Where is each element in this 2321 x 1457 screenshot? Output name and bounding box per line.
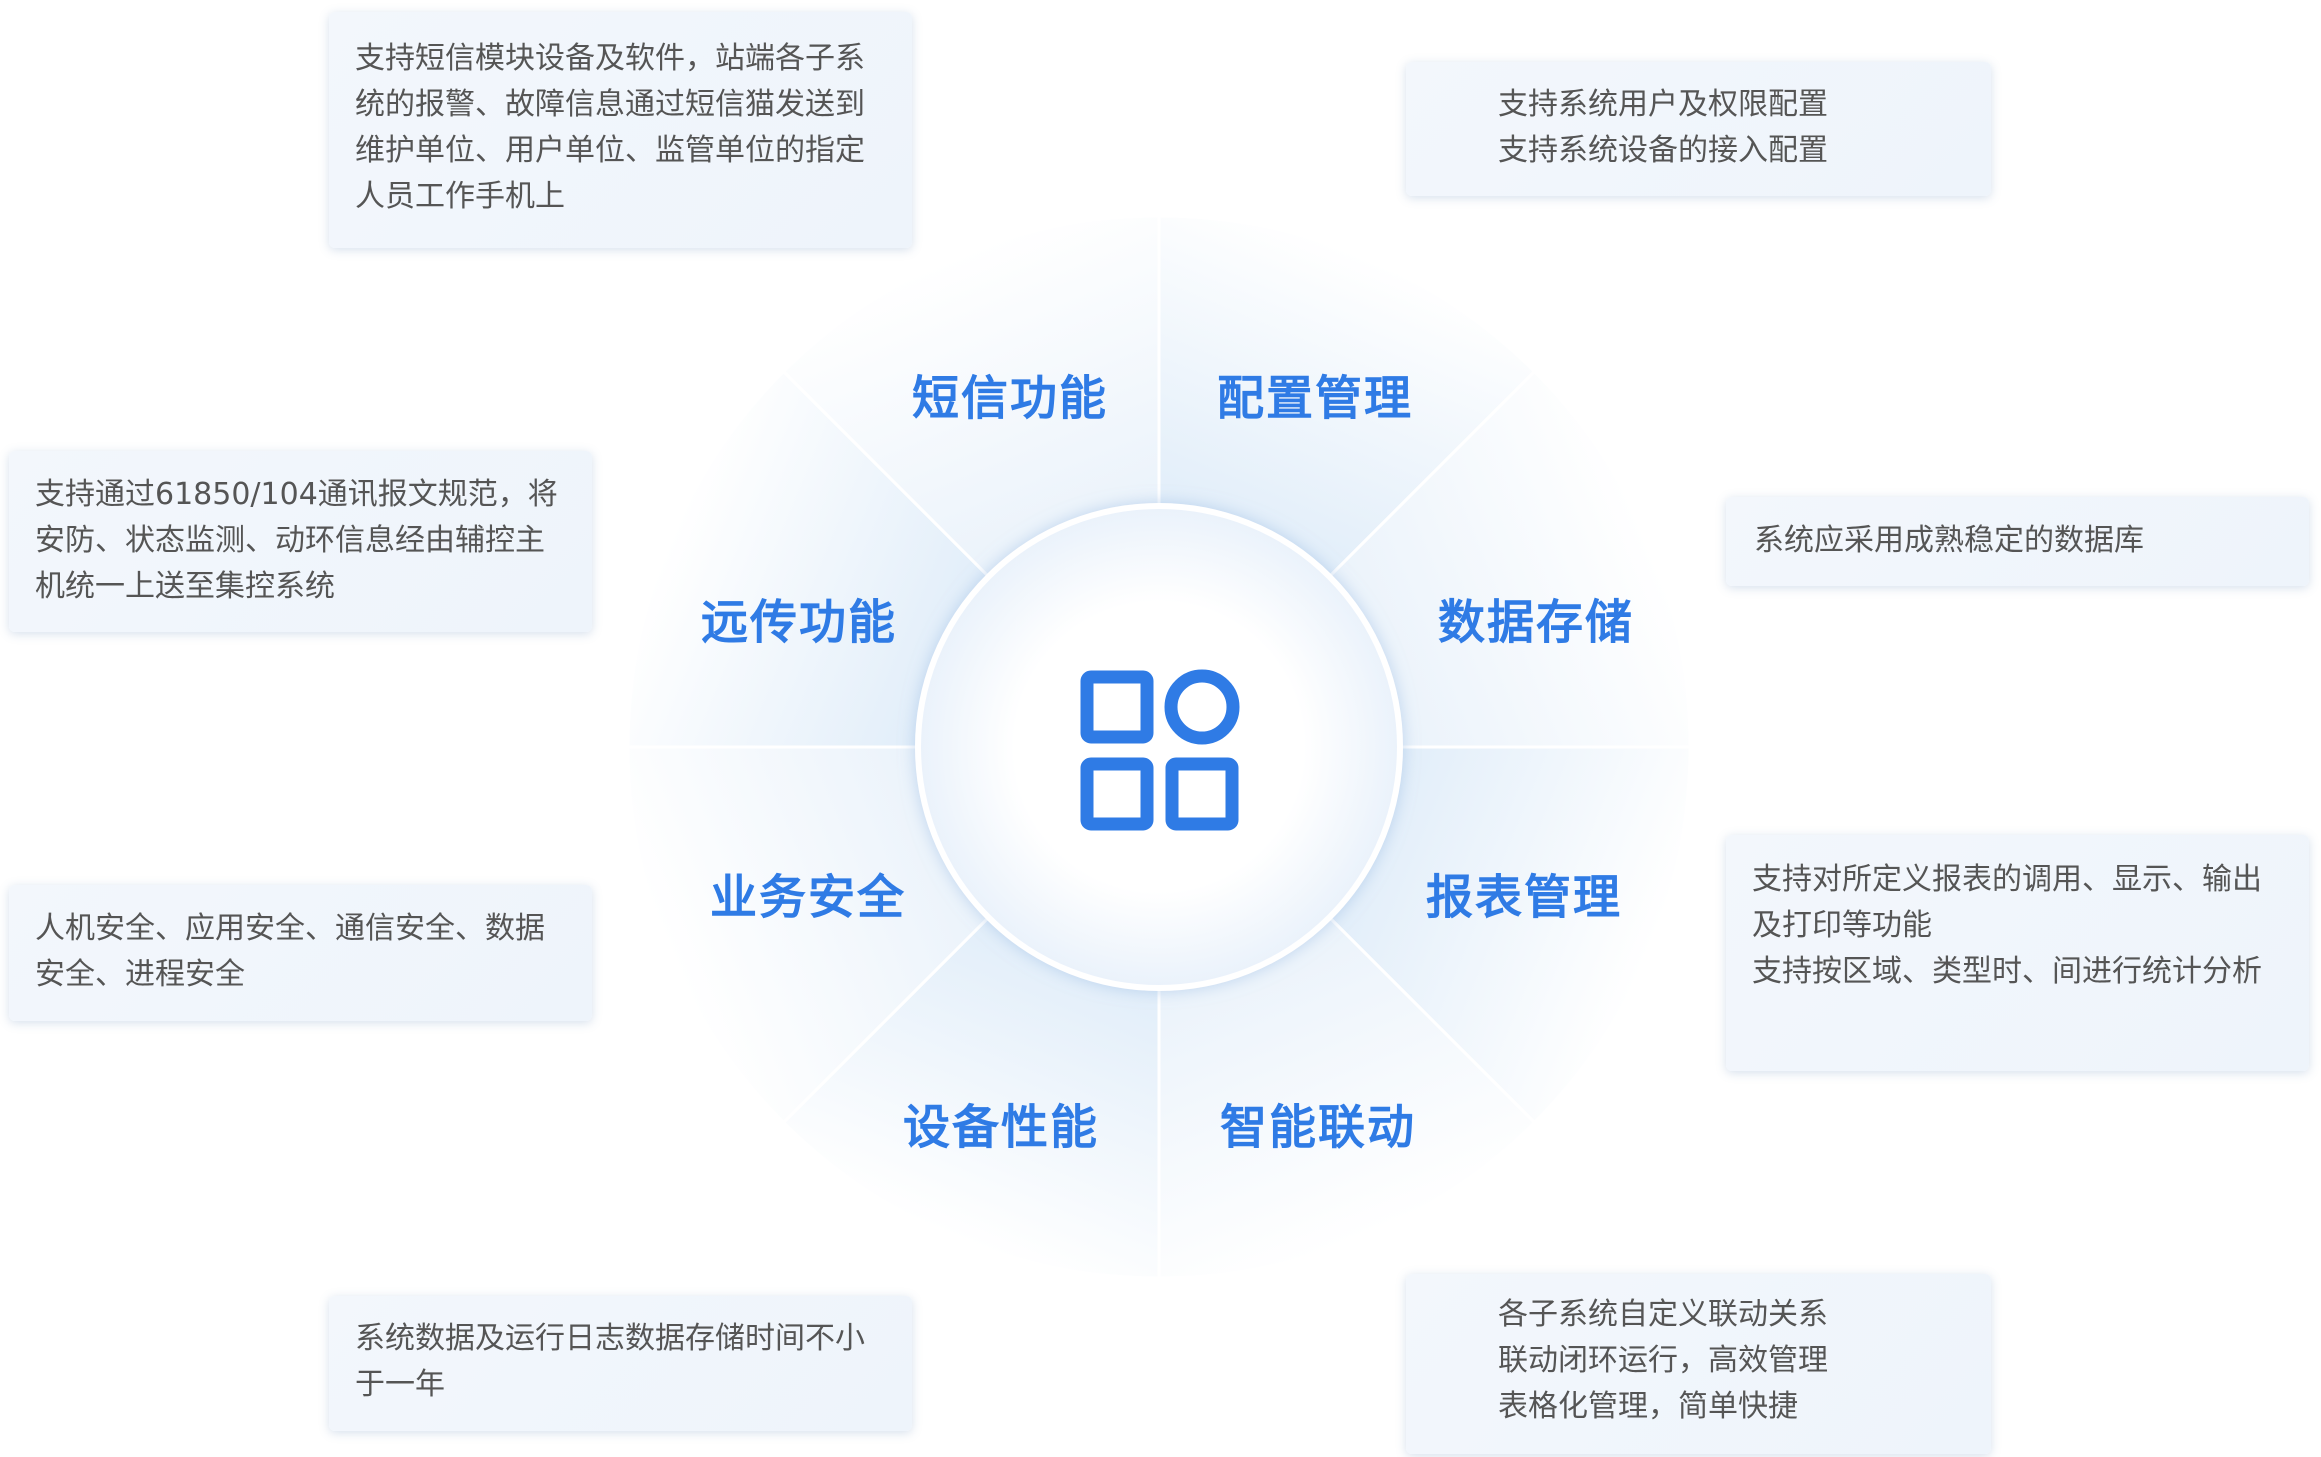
desc-box-security: 人机安全、应用安全、通信安全、数据安全、进程安全 [9, 885, 592, 1021]
segment-remote: 远传功能 [701, 595, 897, 651]
center-circle [915, 503, 1403, 991]
segment-storage: 数据存储 [1438, 595, 1634, 651]
segment-config: 配置管理 [1217, 371, 1413, 427]
segment-device: 设备性能 [903, 1100, 1099, 1156]
desc-text: 支持短信模块设备及软件，站端各子系统的报警、故障信息通过短信猫发送到维护单位、用… [355, 41, 865, 214]
segment-security: 业务安全 [710, 870, 906, 926]
desc-box-storage: 系统应采用成熟稳定的数据库 [1726, 497, 2309, 586]
desc-text: 支持对所定义报表的调用、显示、输出及打印等功能 [1752, 862, 2262, 943]
desc-text: 系统数据及运行日志数据存储时间不小于一年 [355, 1321, 865, 1402]
desc-text: 联动闭环运行，高效管理 [1498, 1343, 1828, 1378]
desc-box-linkage: 各子系统自定义联动关系 联动闭环运行，高效管理 表格化管理，简单快捷 [1406, 1274, 1991, 1454]
desc-text: 各子系统自定义联动关系 [1498, 1297, 1828, 1332]
desc-text: 表格化管理，简单快捷 [1498, 1389, 1798, 1424]
desc-text: 支持通过61850/104通讯报文规范，将安防、状态监测、动环信息经由辅控主机统… [35, 477, 558, 604]
desc-text: 人机安全、应用安全、通信安全、数据安全、进程安全 [35, 911, 545, 992]
desc-box-device: 系统数据及运行日志数据存储时间不小于一年 [329, 1296, 912, 1431]
desc-text: 支持系统设备的接入配置 [1498, 133, 1828, 168]
desc-text: 支持按区域、类型时、间进行统计分析 [1752, 954, 2262, 989]
segment-linkage: 智能联动 [1220, 1100, 1416, 1156]
desc-text: 支持系统用户及权限配置 [1498, 87, 1828, 122]
segment-sms: 短信功能 [912, 371, 1108, 427]
desc-text: 系统应采用成熟稳定的数据库 [1754, 523, 2144, 558]
desc-box-sms: 支持短信模块设备及软件，站端各子系统的报警、故障信息通过短信猫发送到维护单位、用… [329, 12, 912, 248]
desc-box-config: 支持系统用户及权限配置 支持系统设备的接入配置 [1406, 62, 1991, 196]
desc-box-remote: 支持通过61850/104通讯报文规范，将安防、状态监测、动环信息经由辅控主机统… [9, 451, 592, 632]
desc-box-report: 支持对所定义报表的调用、显示、输出及打印等功能 支持按区域、类型时、间进行统计分… [1726, 835, 2309, 1071]
app-grid-icon [1080, 669, 1240, 831]
segment-report: 报表管理 [1426, 870, 1622, 926]
